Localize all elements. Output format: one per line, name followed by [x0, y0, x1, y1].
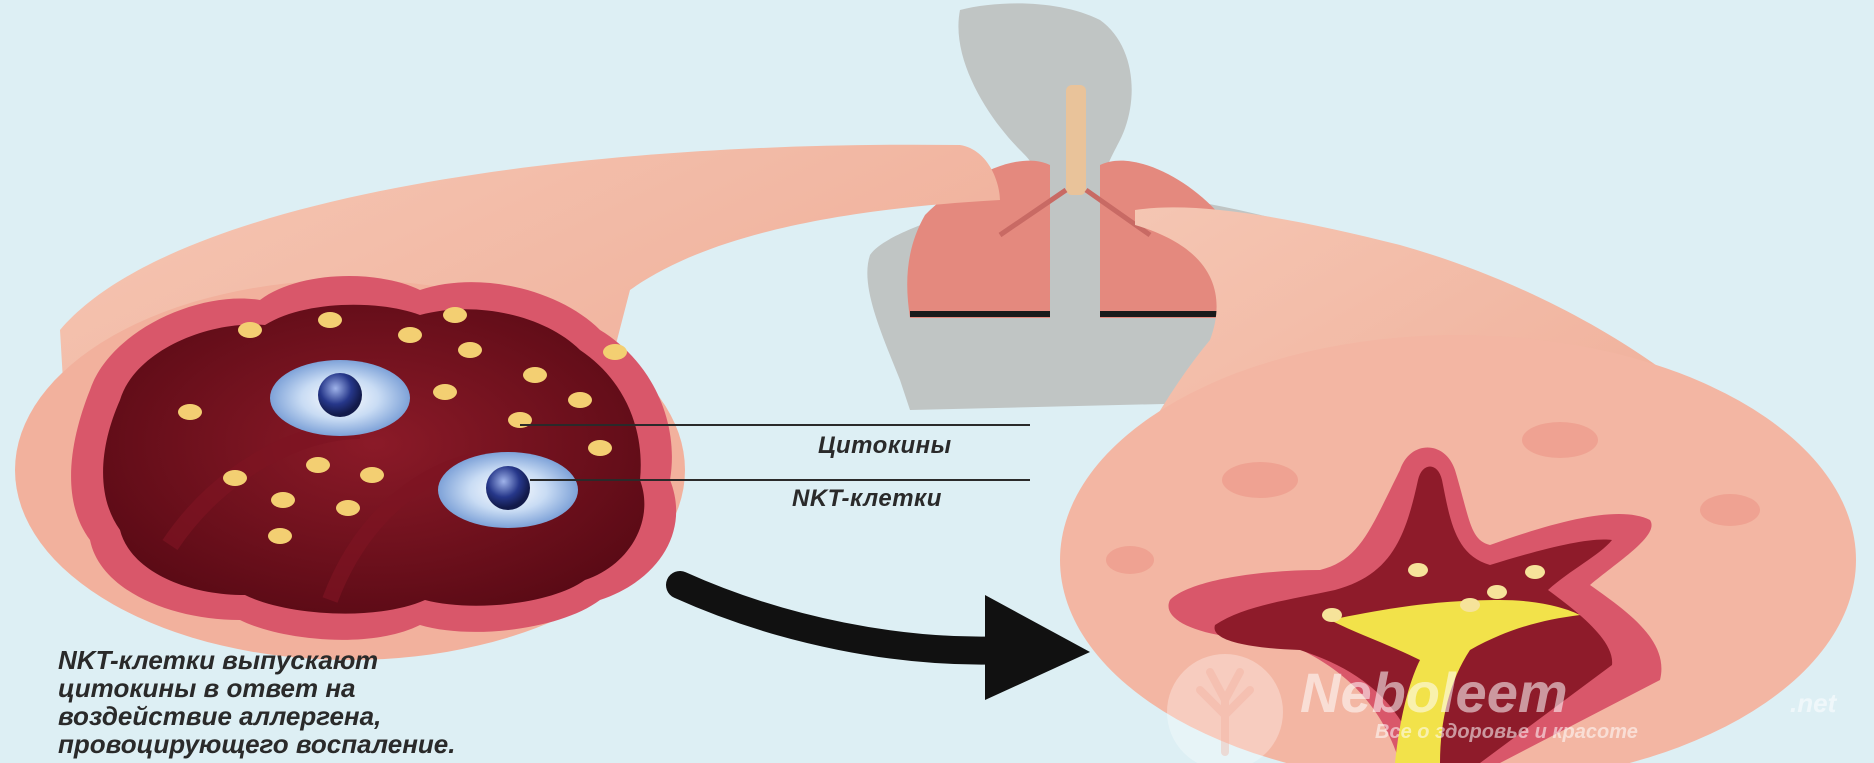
- watermark-domain: .net: [1790, 688, 1838, 718]
- caption-line: цитокины в ответ на: [58, 674, 738, 702]
- cytokine: [433, 384, 457, 400]
- cytokine: [603, 344, 627, 360]
- cytokine: [268, 528, 292, 544]
- cytokine: [238, 322, 262, 338]
- cytokine: [568, 392, 592, 408]
- arrow-icon: [680, 585, 1090, 700]
- cytokine: [398, 327, 422, 343]
- cytokine: [306, 457, 330, 473]
- nkt-cells-label: NKT-клетки: [792, 485, 942, 513]
- cytokine: [318, 312, 342, 328]
- cytokine: [336, 500, 360, 516]
- cytokine: [443, 307, 467, 323]
- cytokine: [178, 404, 202, 420]
- cytokine: [360, 467, 384, 483]
- caption-line: провоцирующего воспаление.: [58, 730, 738, 758]
- cytokine: [458, 342, 482, 358]
- cytokines-label: Цитокины: [818, 432, 952, 460]
- cytokine: [223, 470, 247, 486]
- nkt-cell: [270, 360, 410, 436]
- caption: NKT-клетки выпускают цитокины в ответ на…: [58, 646, 738, 758]
- cytokine: [271, 492, 295, 508]
- cytokine: [523, 367, 547, 383]
- nkt-cell: [438, 452, 578, 528]
- caption-line: NKT-клетки выпускают: [58, 646, 738, 674]
- watermark-tagline: Все о здоровье и красоте: [1375, 721, 1638, 743]
- watermark-brand: Neboleem: [1300, 661, 1568, 724]
- cytokine: [588, 440, 612, 456]
- caption-line: воздействие аллергена,: [58, 702, 738, 730]
- trachea: [1066, 85, 1086, 195]
